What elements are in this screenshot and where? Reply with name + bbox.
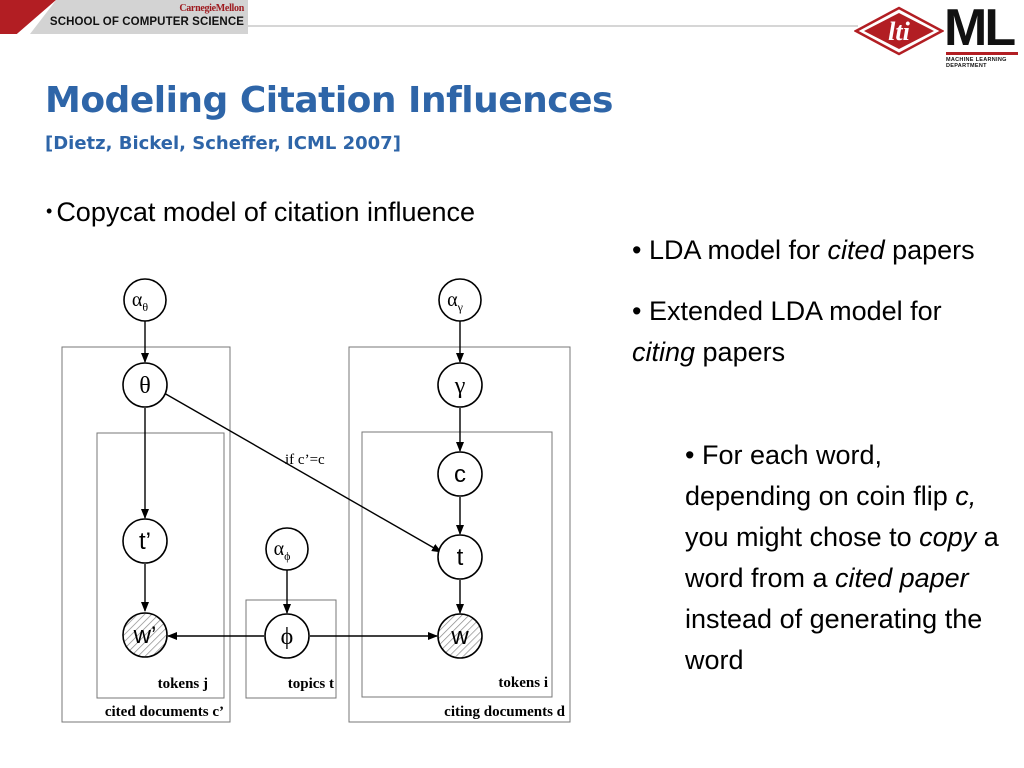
plate-label-topics-t: topics t [288,676,334,692]
sub-bullet-part: a word from a [685,522,999,593]
plate-tokens-i [361,431,553,698]
slide-title: Modeling Citation Influences [45,80,613,121]
bullet-ext-prefix: • Extended LDA model for [632,296,942,326]
plate-cited-documents [61,346,231,723]
plate-label-cited-documents: cited documents c’ [105,704,224,720]
node-phi: ϕ [264,613,310,659]
node-c: c [437,451,483,497]
bullet-lda-cited: • LDA model for cited papers [632,230,1012,271]
ml-logo-subtitle: MACHINE LEARNING DEPARTMENT [946,57,1020,69]
graphical-model-diagram: tokens j cited documents c’ topics t tok… [50,270,580,735]
svg-text:αγ: αγ [447,289,463,314]
node-t-prime: t’ [122,518,168,564]
svg-text:ϕ: ϕ [281,624,294,650]
svg-text:γ: γ [454,373,466,399]
right-bullets: • LDA model for cited papers • Extended … [632,230,1012,393]
node-alpha-phi: αϕ [265,527,309,571]
bullet-extended-lda: • Extended LDA model for citing papers [632,291,1012,373]
node-alpha-gamma: αγ [438,278,482,322]
bullet-lda-italic: cited [827,235,885,265]
bullet-lda-prefix: • LDA model for [632,235,828,265]
header-rule [248,25,858,27]
svg-text:αϕ: αϕ [274,538,291,563]
slide-citation: [Dietz, Bickel, Scheffer, ICML 2007] [45,133,401,154]
edge-theta-to-t [163,392,442,553]
bullet-ext-italic: citing [632,337,696,367]
lti-logo-text: lti [888,17,910,46]
plate-tokens-j [96,432,225,699]
cmu-scs-banner: CarnegieMellon SCHOOL OF COMPUTER SCIENC… [0,0,248,34]
node-t: t [437,534,483,580]
node-gamma: γ [437,362,483,408]
plate-label-citing-documents: citing documents d [444,704,566,720]
sub-bullet-part: instead of generating the word [685,604,983,675]
svg-text:w’: w’ [133,622,157,649]
svg-text:θ: θ [139,373,151,399]
svg-text:t: t [457,544,464,571]
cmu-wordmark: CarnegieMellon [179,3,244,14]
plate-label-tokens-j: tokens j [158,676,208,692]
edge-label-if-c-equals-c: if c’=c [285,452,325,468]
svg-text:c: c [454,461,466,488]
bullet-copycat-text: Copycat model of citation influence [56,197,476,227]
svg-text:αθ: αθ [132,289,148,314]
sub-bullet-italic: c, [955,481,977,511]
ml-logo-bar [946,52,1018,55]
bullet-lda-suffix: papers [884,235,975,265]
ml-logo-letters: ML [944,0,1016,57]
svg-text:w: w [450,623,469,650]
sub-bullet-italic: copy [919,522,977,552]
plate-topics-t [245,599,337,699]
banner-gray-band [30,0,248,34]
sub-bullet-coin-flip: • For each word, depending on coin flip … [685,435,1005,681]
sub-bullet-italic: cited paper [835,563,969,593]
node-w-prime-observed: w’ [122,612,168,658]
sub-bullet-part: you might chose to [685,522,920,552]
node-alpha-theta: αθ [123,278,167,322]
ml-logo-sub-line1: MACHINE LEARNING [946,57,1007,63]
node-w-observed: w [437,613,483,659]
bullet-ext-suffix: papers [695,337,786,367]
lti-logo: lti [853,4,945,58]
ml-department-logo: ML MACHINE LEARNING DEPARTMENT [944,0,1020,74]
sub-bullet-part: • For each word, depending on coin flip [685,440,956,511]
school-name: SCHOOL OF COMPUTER SCIENCE [49,16,244,28]
node-theta: θ [122,362,168,408]
plate-label-tokens-i: tokens i [498,675,548,691]
ml-logo-sub-line2: DEPARTMENT [946,63,987,69]
svg-text:t’: t’ [139,528,151,555]
bullet-dot: • [46,201,53,221]
bullet-copycat: •Copycat model of citation influence [46,197,475,228]
